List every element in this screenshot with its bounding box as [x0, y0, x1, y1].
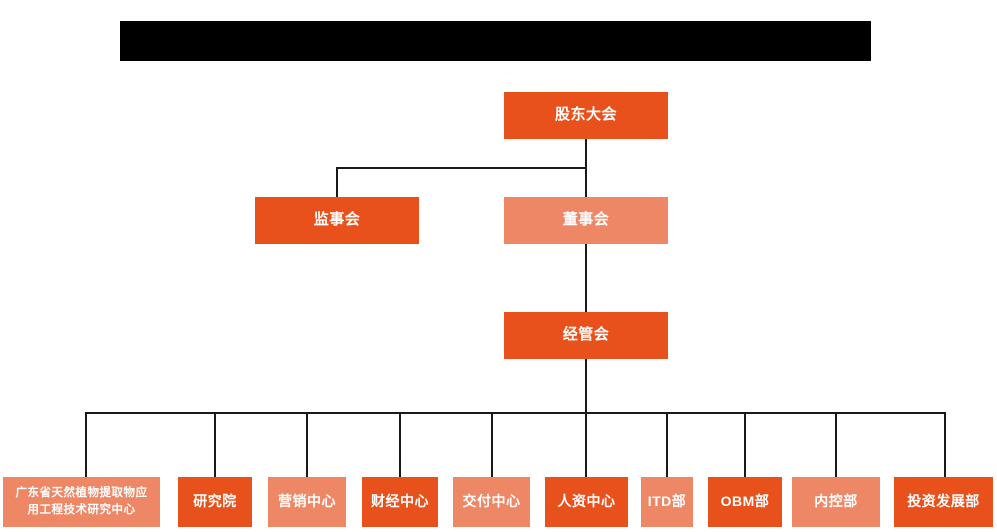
connector-stem-dept-6: [585, 412, 587, 477]
connector-stem-dept-4: [399, 412, 401, 477]
node-dept-obm[interactable]: OBM部: [708, 477, 782, 527]
connector-management-stem: [585, 359, 587, 414]
dept-label-line-2: 用工程技术研究中心: [27, 504, 136, 516]
connector-stem-dept-9: [835, 412, 837, 477]
node-dept-marketing-center[interactable]: 营销中心: [268, 477, 346, 527]
connector-stem-dept-8: [744, 412, 746, 477]
node-dept-investment-development[interactable]: 投资发展部: [894, 477, 993, 527]
node-dept-itd[interactable]: ITD部: [641, 477, 693, 527]
connector-stem-board-of-supervisors: [336, 167, 338, 198]
node-board-of-supervisors[interactable]: 监事会: [255, 197, 419, 244]
node-dept-delivery-center[interactable]: 交付中心: [453, 477, 530, 527]
node-dept-internal-control[interactable]: 内控部: [792, 477, 880, 527]
connector-departments-bus: [85, 412, 945, 414]
node-management-committee[interactable]: 经管会: [504, 312, 668, 359]
connector-stem-dept-1: [85, 412, 87, 477]
node-dept-finance-center[interactable]: 财经中心: [362, 477, 438, 527]
node-dept-research-institute[interactable]: 研究院: [178, 477, 252, 527]
connector-stem-dept-7: [666, 412, 668, 477]
connector-stem-dept-2: [214, 412, 216, 477]
connector-level2-bus: [336, 167, 587, 169]
dept-label-line-1: 广东省天然植物提取物应: [15, 487, 148, 500]
node-board-of-directors[interactable]: 董事会: [504, 197, 668, 244]
connector-directors-to-management: [585, 244, 587, 312]
connector-shareholders-stem: [585, 139, 587, 168]
connector-stem-board-of-directors: [585, 167, 587, 198]
connector-stem-dept-10: [944, 412, 946, 477]
connector-stem-dept-3: [306, 412, 308, 477]
node-dept-research-center[interactable]: 广东省天然植物提取物应 用工程技术研究中心: [3, 477, 160, 527]
node-shareholders-meeting[interactable]: 股东大会: [504, 92, 668, 139]
redacted-title-banner: [120, 21, 871, 61]
connector-stem-dept-5: [491, 412, 493, 477]
node-dept-hr-center[interactable]: 人资中心: [545, 477, 628, 527]
